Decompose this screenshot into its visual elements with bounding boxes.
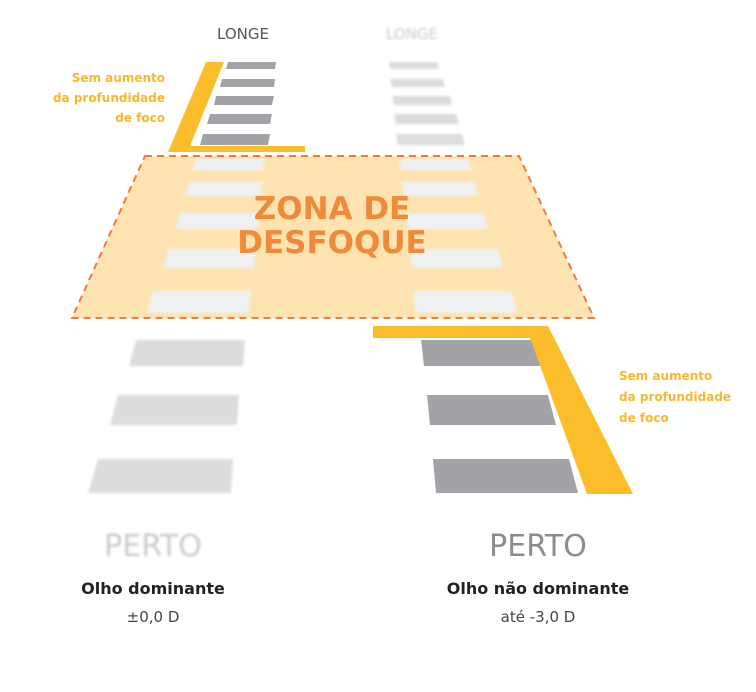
right-bar — [433, 459, 578, 493]
left-bar — [176, 213, 259, 229]
left-bar — [200, 134, 270, 145]
right-bar — [405, 213, 488, 229]
callout-line: da profundidade — [619, 390, 731, 404]
right-bar — [389, 62, 439, 69]
right-bar — [413, 291, 517, 313]
right-far-bars — [389, 62, 465, 145]
left-eye-value: ±0,0 D — [127, 608, 180, 626]
zone-bars — [147, 159, 517, 313]
left-bar — [226, 62, 276, 69]
right-bar — [392, 96, 452, 105]
left-eye-title: Olho dominante — [81, 579, 225, 598]
blur-zone-title-line1: ZONA DE — [254, 191, 410, 227]
callout-top-left: Sem aumento da profundidade de foco — [53, 71, 165, 125]
left-far-bars — [200, 62, 276, 145]
right-near-label: PERTO — [489, 529, 587, 564]
left-bar — [88, 459, 233, 493]
right-bar — [394, 114, 459, 124]
left-far-label: LONGE — [217, 25, 269, 43]
depth-bracket-bottom-right — [373, 326, 633, 494]
right-bar — [421, 340, 541, 366]
callout-line: Sem aumento — [619, 369, 712, 383]
callout-bottom-right: Sem aumento da profundidade de foco — [619, 369, 731, 425]
callout-line: Sem aumento — [72, 71, 165, 85]
depth-bracket-top-left — [168, 62, 305, 152]
right-bar — [390, 79, 445, 87]
callout-line: de foco — [619, 411, 669, 425]
left-bar — [185, 182, 263, 196]
right-bar — [409, 249, 503, 268]
right-near-bars — [421, 340, 578, 493]
left-bar — [220, 79, 275, 87]
right-far-label: LONGE — [386, 25, 438, 43]
blur-zone-area — [70, 155, 596, 319]
left-bar — [193, 159, 265, 170]
left-bar — [129, 340, 245, 366]
left-near-label: PERTO — [104, 529, 202, 564]
left-near-bars — [88, 340, 245, 493]
right-bar — [396, 134, 465, 145]
left-bar — [110, 395, 239, 425]
right-bar — [401, 182, 478, 196]
callout-line: da profundidade — [53, 91, 165, 105]
right-bar — [427, 395, 556, 425]
callout-line: de foco — [115, 111, 165, 125]
right-eye-title: Olho não dominante — [447, 579, 630, 598]
right-bar — [399, 159, 471, 170]
left-bar — [163, 249, 256, 268]
left-bar — [147, 291, 251, 313]
left-bar — [207, 114, 272, 124]
right-eye-value: até -3,0 D — [501, 608, 576, 626]
blur-zone-title-line2: DESFOQUE — [237, 225, 426, 261]
left-bar — [214, 96, 274, 105]
